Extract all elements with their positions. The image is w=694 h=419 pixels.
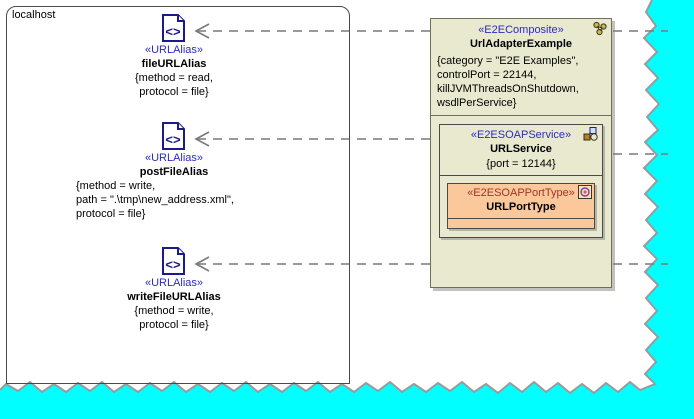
- alias-writefileurlalias[interactable]: <> «URLAlias» writeFileURLAlias {method …: [44, 247, 304, 332]
- document-code-icon: <>: [161, 14, 187, 42]
- alias-fileurlalias[interactable]: <> «URLAlias» fileURLAlias {method = rea…: [44, 14, 304, 99]
- svg-text:<>: <>: [165, 24, 181, 39]
- alias-name: writeFileURLAlias: [127, 291, 221, 303]
- porttype-stereotype: «E2ESOAPPortType»: [467, 187, 575, 199]
- alias-name: postFileAlias: [139, 166, 209, 178]
- alias-properties: {method = write, path = ".\tmp\new_addre…: [76, 180, 234, 220]
- node-localhost-label: localhost: [12, 9, 56, 21]
- document-code-icon: <>: [161, 122, 187, 150]
- soap-service-urlservice[interactable]: «E2ESOAPService» URLService {port = 1214…: [439, 124, 603, 238]
- composite-component-urladapterexample[interactable]: «E2EComposite» UrlAdapterExample {catego…: [430, 18, 612, 288]
- porttype-interface-icon: [578, 185, 592, 199]
- service-stereotype: «E2ESOAPService»: [470, 129, 572, 141]
- composite-name: UrlAdapterExample: [469, 38, 573, 50]
- document-code-icon: <>: [161, 247, 187, 275]
- svg-text:<>: <>: [165, 257, 181, 272]
- soap-service-icon: [583, 127, 599, 142]
- service-header: «E2ESOAPService» URLService {port = 1214…: [440, 125, 602, 176]
- composite-assembly-icon: [592, 21, 608, 36]
- alias-postfilealias[interactable]: <> «URLAlias» postFileAlias {method = wr…: [44, 122, 304, 221]
- composite-header: «E2EComposite» UrlAdapterExample {catego…: [431, 19, 611, 116]
- alias-stereotype: «URLAlias»: [144, 44, 204, 56]
- porttype-header: «E2ESOAPPortType» URLPortType: [448, 184, 594, 219]
- alias-stereotype: «URLAlias»: [144, 152, 204, 164]
- svg-text:<>: <>: [165, 132, 181, 147]
- composite-body: «E2ESOAPService» URLService {port = 1214…: [431, 116, 611, 248]
- node-localhost[interactable]: [6, 6, 350, 384]
- service-body: «E2ESOAPPortType» URLPortType: [440, 176, 602, 237]
- porttype-body: [448, 219, 594, 228]
- alias-properties: {method = write, protocol = file}: [134, 305, 214, 331]
- composite-stereotype: «E2EComposite»: [478, 24, 564, 36]
- alias-properties: {method = read, protocol = file}: [135, 72, 213, 98]
- alias-stereotype: «URLAlias»: [144, 277, 204, 289]
- service-name: URLService: [490, 143, 552, 155]
- service-properties: {port = 12144}: [486, 158, 556, 170]
- composite-properties: {category = "E2E Examples", controlPort …: [437, 55, 579, 109]
- alias-name: fileURLAlias: [141, 58, 207, 70]
- porttype-name: URLPortType: [486, 201, 556, 213]
- soap-porttype-urlporttype[interactable]: «E2ESOAPPortType» URLPortType: [447, 183, 595, 229]
